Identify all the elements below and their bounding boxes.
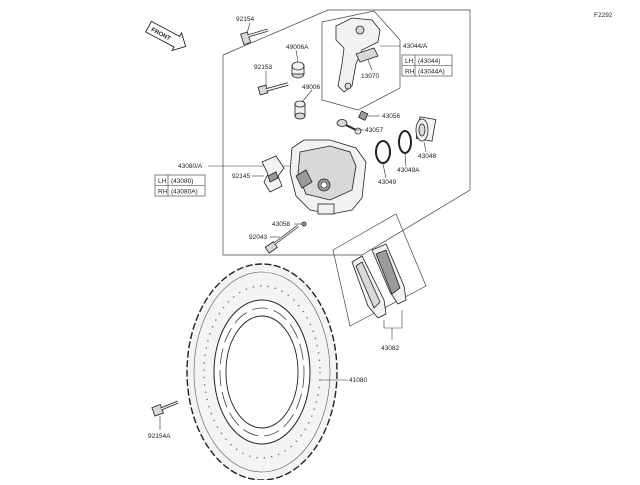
label-43082: 43082 bbox=[381, 345, 399, 352]
pad-spring-92145 bbox=[261, 155, 285, 193]
label-49006A: 49006A bbox=[286, 44, 309, 51]
front-arrow-icon: FRONT bbox=[145, 20, 187, 52]
bracket-side-table: LH (43044) RH (43044A) bbox=[401, 54, 453, 77]
bracket-subframe bbox=[321, 10, 401, 111]
bleeder-valve-43056 bbox=[358, 110, 369, 121]
caliper-rh: RH bbox=[158, 189, 168, 196]
caliper-lh: LH bbox=[158, 178, 167, 185]
label-43080A: 43080/A bbox=[178, 163, 203, 170]
label-43056: 43056 bbox=[382, 113, 400, 120]
cap-43057 bbox=[336, 119, 362, 135]
seal-43049A bbox=[398, 130, 412, 154]
caliper-lh-part: (43080) bbox=[171, 178, 193, 185]
clip-43058 bbox=[301, 221, 307, 227]
caliper-rh-part: (43080A) bbox=[171, 189, 198, 196]
label-13070: 13070 bbox=[361, 73, 379, 80]
label-41080: 41080 bbox=[349, 377, 367, 384]
bracket-lh: LH bbox=[405, 58, 414, 65]
label-43058: 43058 bbox=[272, 221, 290, 228]
caliper-side-table: LH (43080) RH (43080A) bbox=[154, 174, 206, 197]
label-92154: 92154 bbox=[236, 16, 254, 23]
seal-43049 bbox=[375, 140, 391, 164]
label-92153: 92153 bbox=[254, 64, 272, 71]
label-43048: 43048 bbox=[418, 153, 436, 160]
label-49006: 49006 bbox=[302, 84, 320, 91]
brake-pads-43082 bbox=[351, 243, 407, 319]
label-92043: 92043 bbox=[249, 234, 267, 241]
pad-pin-92043 bbox=[264, 224, 299, 254]
piston-43048 bbox=[415, 116, 437, 142]
label-92154A: 92154A bbox=[148, 433, 171, 440]
bracket-rh-part: (43044A) bbox=[418, 69, 445, 76]
caliper-assembly-frame bbox=[222, 9, 471, 256]
label-43049A: 43049A bbox=[397, 167, 420, 174]
caliper-bracket-43044 bbox=[335, 17, 381, 93]
bolt-92154 bbox=[240, 28, 269, 46]
bracket-rh: RH bbox=[405, 69, 415, 76]
bushing-49006 bbox=[294, 100, 306, 120]
label-43044A: 43044/A bbox=[403, 43, 428, 50]
caliper-body-43080 bbox=[289, 139, 367, 215]
label-92145: 92145 bbox=[232, 173, 250, 180]
label-43049: 43049 bbox=[378, 179, 396, 186]
disc-bolt-92154A bbox=[151, 400, 179, 417]
bracket-lh-part: (43044) bbox=[418, 58, 440, 65]
slide-pin-92153 bbox=[257, 82, 289, 96]
label-43057: 43057 bbox=[365, 127, 383, 134]
bushing-49006A bbox=[291, 61, 305, 79]
diagram-code: F2292 bbox=[594, 12, 613, 19]
brake-disc-41080 bbox=[186, 263, 338, 481]
pad-frame bbox=[332, 213, 427, 327]
